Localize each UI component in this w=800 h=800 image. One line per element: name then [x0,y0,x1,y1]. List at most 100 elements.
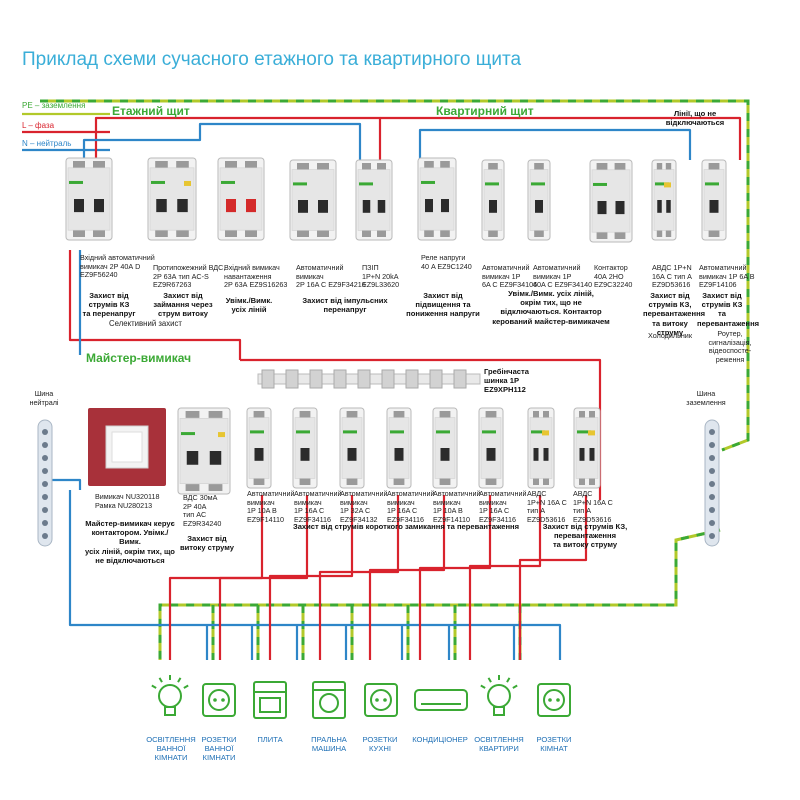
note-selective: Селективний захист [109,319,182,328]
device-label-input-breaker: Вхідний автоматичний вимикач 2P 40А D EZ… [80,253,155,280]
device-label-breaker-6ab: Автоматичний вимикач 1P 6A B EZ9F14106 [699,263,755,290]
device-label-fire-rcd: Протипожежний ВДС, 2P 63А тип AC-S EZ9R6… [153,263,226,290]
phase-drop [518,495,588,660]
lightbulb-icon [480,675,518,716]
breaker-6ab-device [701,159,727,241]
note-voltage: Захист від підвищення та пониження напру… [406,291,480,319]
mcb-device-4 [386,407,412,489]
load-switch-device [217,157,265,241]
phase-down-line [68,250,242,360]
phase-drop [218,495,309,660]
master-switch-title: Майстер-вимикач [86,351,192,365]
rcd-30ma-device [177,407,231,495]
consumer-label-kitchen-sockets: РОЗЕТКИ КУХНІ [362,735,398,753]
mcb-device-2 [292,407,318,489]
neutral-bottom-rail [68,490,562,660]
washing-machine-icon [312,681,346,719]
breaker-6a-device [481,159,505,241]
note-kz-overload: Захист від струмів КЗ та перенапруг [82,291,136,319]
device-label-rcd-30ma: ВДС 30мА 2P 40A тип AC EZ9R34240 [183,493,222,528]
comb-busbar [257,369,481,389]
spd-device [355,159,393,241]
page-title: Приклад схеми сучасного етажного та квар… [22,49,522,70]
note-mcb: Захист від струмів КЗ та перевантаження [697,291,760,328]
stove-icon [253,681,287,719]
ground-bar [704,419,720,547]
lightbulb-icon [151,675,189,716]
device-label-voltage-relay: Реле напруги 40 A EZ9C1240 [421,253,472,271]
floor-panel-title: Етажний щит [112,104,190,118]
neutral-top-line-2 [418,128,692,160]
mcb-device-1 [246,407,272,489]
consumer-label-washer: ПРАЛЬНА МАШИНА [311,735,347,753]
ground-bar-label: Шина заземлення [686,389,726,407]
device-label-load-switch: Вхідний вимикач навантаження 2P 63А EZ9S… [224,263,288,290]
consumer-label-stove: ПЛИТА [257,735,283,744]
master-switch-note: Майстер-вимикач керує контактором. Увімк… [85,519,175,565]
phase-drop [418,495,492,660]
note-router: Роутер, сигналізація, відеоспосте- режен… [708,329,752,364]
consumer-label-ac: КОНДИЦІОНЕР [412,735,468,744]
device-label-avds-2: АВДС 1P+N 16A C тип А EZ9D53616 [573,489,613,524]
device-label-mcb-4: Автоматичний вимикач 1P 16A C EZ9F34116 [387,489,435,524]
mcb-device-5 [432,407,458,489]
avds-top-device [651,159,677,241]
device-label-spd: ПЗІП 1P+N 20kA EZ9L33620 [362,263,400,290]
note-fridge: Холодильник [648,331,692,340]
air-conditioner-icon [414,689,468,711]
device-label-mcb-5: Автоматичний вимикач 1P 10A B EZ9F14110 [433,489,481,524]
neutral-bar-link [44,478,82,490]
device-label-breaker-6a: Автоматичний вимикач 1P 6A C EZ9F34106 [482,263,538,290]
apartment-panel-title: Квартирний щит [436,104,534,118]
device-label-avds-top: АВДС 1P+N 16А С тип А EZ9D53616 [652,263,692,290]
contactor-device [589,159,633,243]
neutral-bar-label: Шина нейтралі [29,389,59,407]
mcb-device-6 [478,407,504,489]
device-label-mcb-3: Автоматичний вимикач 1P 32A C EZ9F34132 [340,489,388,524]
note-fire: Захист від займання через струм витоку [153,291,213,319]
phase-drop [168,495,264,660]
device-label-mcb-6: Автоматичний вимикач 1P 16A C EZ9F34116 [479,489,527,524]
consumer-label-bath-sockets: РОЗЕТКИ ВАННОЇ КІМНАТИ [201,735,237,762]
device-label-mcb-2: Автоматичний вимикач 1P 16A C EZ9F34116 [294,489,342,524]
note-impulse: Захист від імпульсних перенапруг [302,296,388,315]
pe-bottom-rail [158,528,721,660]
consumer-label-room-sockets: РОЗЕТКИ КІМНАТ [536,735,572,753]
breaker-2p16-device [289,159,337,241]
avds-device-2 [573,407,601,489]
device-label-breaker-2p16: Автоматичний вимикач 2P 16A C EZ9F34216 [296,263,366,290]
socket-icon [537,683,571,717]
device-label-mcb-1: Автоматичний вимикач 1P 10A B EZ9F14110 [247,489,295,524]
device-label-contactor: Контактор 40А 2НО EZ9C32240 [594,263,633,290]
legend-neutral: N – нейтраль [22,139,72,148]
note-not-disconnected: Лінії, що не відключаються [665,109,725,128]
voltage-relay-device [417,157,457,241]
legend-phase: L – фаза [22,121,55,130]
socket-icon [364,683,398,717]
input-breaker-device [65,157,113,241]
note-leak: Захист від витоку струму [179,534,235,553]
pe-top-rail [40,99,750,452]
master-switch-frame [88,408,166,486]
avds-device-1 [527,407,555,489]
note-contactor: Увімк./Вимк. усіх ліній, окрім тих, що н… [492,289,610,326]
note-avds: Захист від струмів КЗ, перевантаження та… [643,291,706,337]
legend-pe: PE – заземлення [22,101,86,110]
phase-drop [468,495,542,660]
neutral-bar [37,419,53,547]
master-switch-label: Вимикач NU320118 Рамка NU280213 [95,492,160,510]
consumer-label-bath-light: ОСВІТЛЕННЯ ВАННОЇ КІМНАТИ [146,735,196,762]
phase-top-line-2 [380,116,742,160]
phase-drop [268,495,354,660]
phase-drop [318,495,400,660]
device-label-avds-1: АВДС 1P+N 16A C тип А EZ9D53616 [527,489,567,524]
breaker-40a-device [527,159,551,241]
consumer-icons [151,675,571,719]
fire-rcd-device [147,157,197,241]
device-label-breaker-40a: Автоматичний вимикач 1P 40A C EZ9F34140 [533,263,593,290]
phase-drop [368,495,446,660]
socket-icon [202,683,236,717]
note-onoff-all: Увімк./Вимк. усіх ліній [225,296,273,315]
